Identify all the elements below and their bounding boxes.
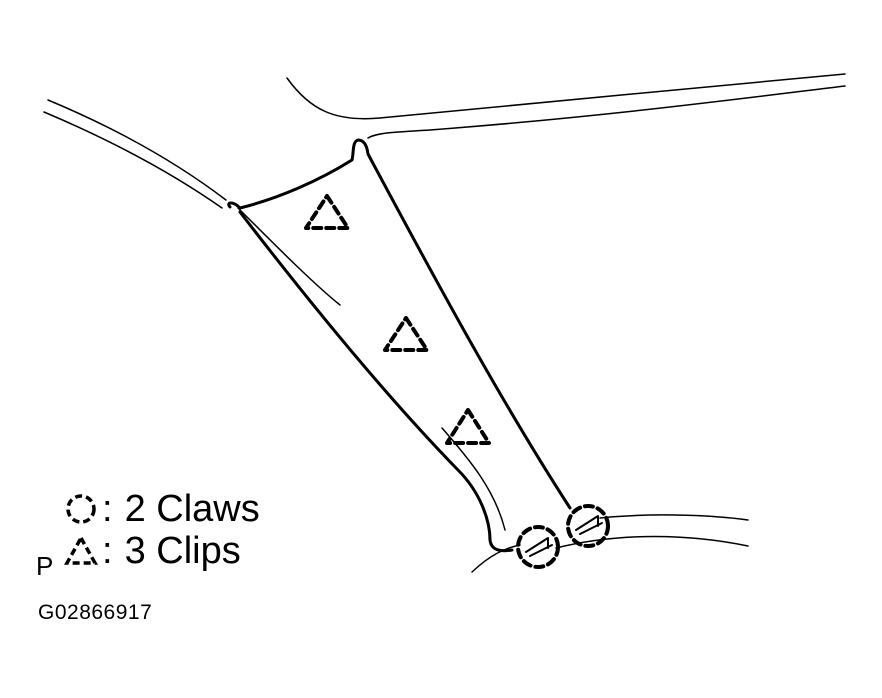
clip-marker: [304, 194, 350, 230]
windshield-edge-line: [237, 207, 341, 306]
claw-detail: [525, 537, 553, 557]
corner-marker: P: [36, 551, 54, 581]
windshield-edge-line: [43, 111, 223, 209]
claw-detail: [575, 515, 603, 535]
legend-clips-label: 3 Clips: [124, 530, 241, 572]
dashed-circle-icon: [66, 494, 96, 524]
roof-line: [286, 73, 846, 120]
belt-line: [471, 544, 521, 573]
roof-line: [367, 85, 846, 139]
legend-separator: :: [102, 530, 113, 572]
legend-separator: :: [102, 488, 113, 530]
legend-clips: : 3 Clips: [64, 532, 241, 570]
claw-marker: [516, 525, 560, 569]
claw-marker: [566, 504, 610, 548]
dashed-triangle-icon: [64, 534, 98, 565]
belt-line: [599, 514, 749, 521]
legend-claws-label: 2 Claws: [124, 488, 260, 530]
clip-marker: [445, 408, 491, 445]
clip-marker: [383, 316, 429, 352]
figure-id: G02866917: [38, 601, 153, 624]
legend-claws: : 2 Claws: [64, 490, 260, 528]
pillar-trim-outline: [238, 210, 514, 553]
pillar-trim-outline: [227, 138, 572, 510]
windshield-edge-line: [47, 99, 227, 201]
